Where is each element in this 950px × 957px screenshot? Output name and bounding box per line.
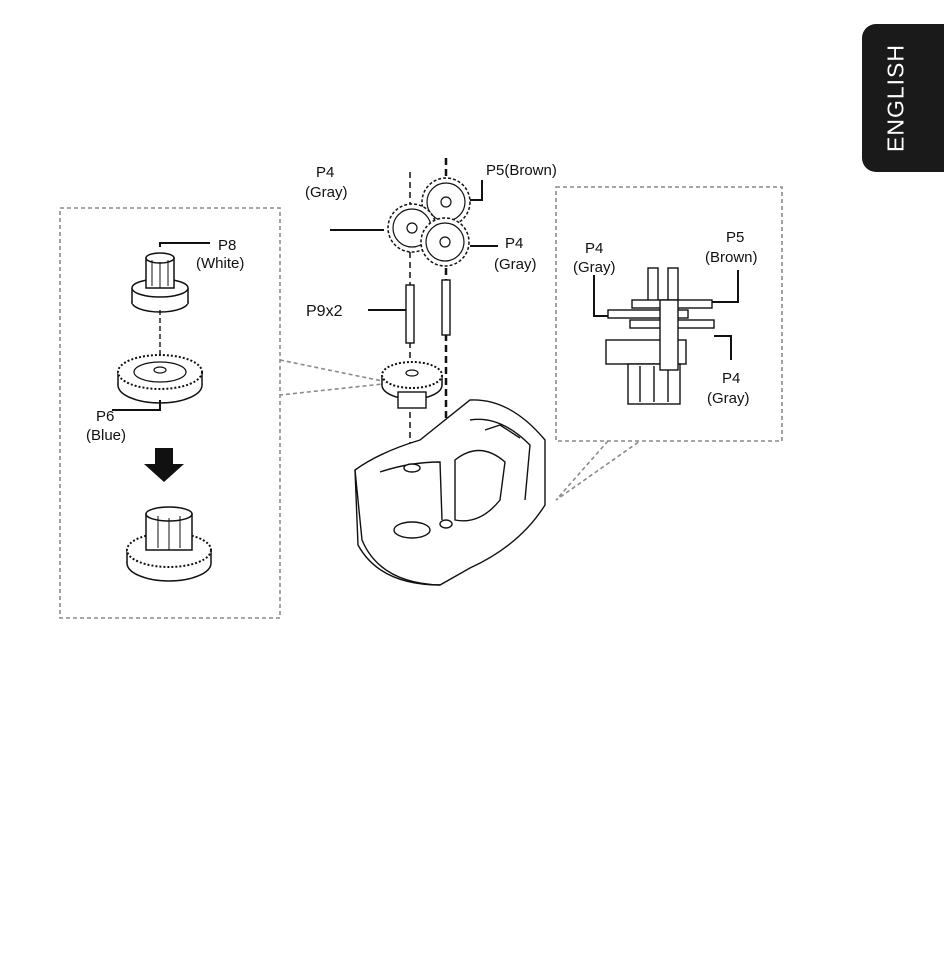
middle-gear — [382, 362, 442, 408]
central-assembly: P9x2 P4 (Gray) P5(Brown) — [305, 158, 557, 585]
p6-gear — [118, 355, 202, 403]
p5-top-leader — [470, 180, 482, 200]
p4-right-color: (Gray) — [494, 256, 537, 273]
p8-color: (White) — [196, 255, 244, 272]
side-p4b-color: (Gray) — [707, 390, 750, 407]
side-p4-code: P4 — [585, 240, 603, 257]
down-arrow-icon — [144, 448, 184, 482]
p5-top-label: P5(Brown) — [486, 162, 557, 179]
p4-gray-gear-right — [421, 218, 469, 266]
combined-gear-assembly — [127, 507, 211, 581]
side-p4-leader — [594, 275, 608, 316]
right-callout: P4 (Gray) P5 (Brown) P4 (Gray) — [556, 187, 782, 500]
p9-shafts — [406, 280, 450, 343]
side-view-stack — [606, 268, 714, 404]
p4-right-code: P4 — [505, 235, 523, 252]
side-p4-color: (Gray) — [573, 259, 616, 276]
side-p4b-leader — [714, 336, 731, 360]
side-p5-code: P5 — [726, 229, 744, 246]
p4-top-color: (Gray) — [305, 184, 348, 201]
p6-color: (Blue) — [86, 427, 126, 444]
left-callout: P8 (White) P6 (Blue) — [60, 208, 392, 618]
side-p4b-code: P4 — [722, 370, 740, 387]
side-p5-color: (Brown) — [705, 249, 758, 266]
p6-code: P6 — [96, 408, 114, 425]
p8-gear — [132, 253, 188, 312]
p4-top-code: P4 — [316, 164, 334, 181]
side-p5-leader — [712, 270, 738, 302]
p9-label: P9x2 — [306, 303, 343, 320]
p8-code: P8 — [218, 237, 236, 254]
p8-leader — [160, 243, 210, 247]
gearbox-housing — [355, 400, 545, 585]
